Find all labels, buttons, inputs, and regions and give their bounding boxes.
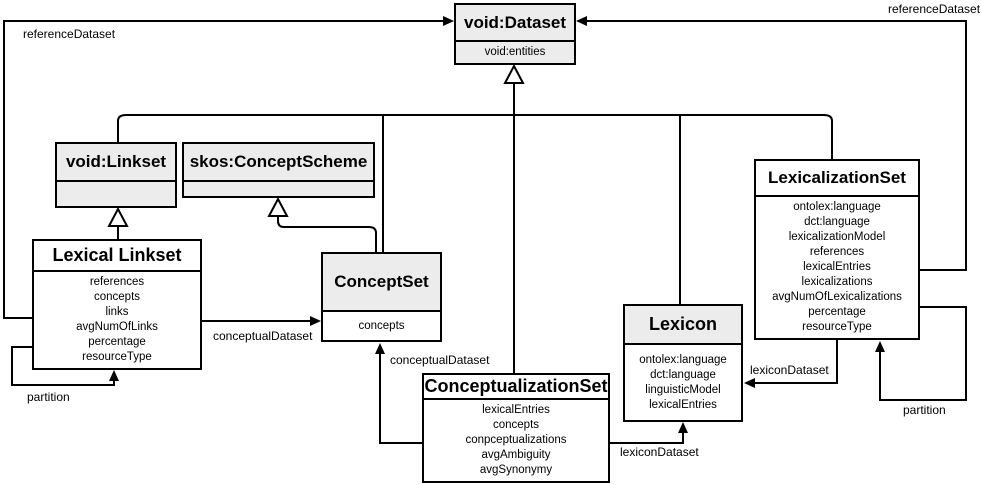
edge-label-lexicon-dataset-right: lexiconDataset — [748, 363, 831, 377]
class-title: ConceptSet — [323, 254, 440, 310]
generalization-bus — [117, 82, 833, 373]
class-lexical-linkset: Lexical Linkset references concepts links a… — [32, 239, 202, 370]
edge-label-reference-dataset-right: referenceDataset — [886, 2, 982, 16]
generalization-triangle-skos — [267, 196, 289, 217]
edge-partition-left — [11, 346, 119, 386]
attribute: conpceptualizations — [465, 434, 567, 446]
attribute-list — [57, 180, 175, 206]
attribute: concepts — [93, 291, 141, 303]
edge-label-conceptual-dataset-left: conceptualDataset — [211, 329, 315, 343]
edge-reference-dataset-right — [576, 16, 967, 271]
class-conceptset: ConceptSet concepts — [321, 252, 442, 342]
attribute: percentage — [808, 306, 866, 318]
class-title: LexicalizationSet — [768, 168, 906, 187]
attribute: resourceType — [802, 321, 872, 333]
attribute: void:entities — [484, 46, 546, 58]
attribute-list: ontolex:language dct:language linguisticMo… — [625, 343, 741, 420]
attribute: references — [809, 246, 865, 258]
attribute: ontolex:language — [639, 353, 727, 366]
attribute: dct:language — [804, 216, 870, 228]
edge-reference-dataset-left — [3, 16, 454, 319]
attribute: lexicalEntries — [803, 261, 871, 273]
attribute-list: void:entities — [456, 40, 574, 63]
class-lexicon: Lexicon ontolex:language dct:language ling… — [623, 304, 743, 422]
class-title: Lexicon — [625, 306, 741, 343]
class-title: ConceptualizationSet — [424, 376, 608, 396]
attribute: avgSynonymy — [479, 464, 553, 476]
edge-lexicon-dataset-bottom — [610, 422, 688, 444]
attribute: lexicalizationModel — [788, 231, 886, 243]
attribute: avgAmbiguity — [481, 449, 551, 461]
arrowhead — [875, 341, 885, 352]
edge-label-lexicon-dataset-bottom: lexiconDataset — [618, 445, 701, 459]
attribute: resourceType — [82, 351, 152, 363]
class-void-dataset: void:Dataset void:entities — [454, 3, 576, 65]
attribute-list: references concepts links avgNumOfLinks perc… — [34, 270, 200, 368]
arrowhead — [375, 343, 385, 354]
generalization-skos-conceptscheme — [267, 196, 377, 252]
arrowhead — [678, 422, 688, 433]
generalization-triangle-void-dataset — [503, 63, 525, 84]
attribute-list — [184, 180, 373, 196]
attribute: avgNumOfLinks — [76, 321, 158, 333]
class-skos-conceptscheme: skos:ConceptScheme — [182, 142, 375, 198]
edge-conceptual-dataset-left — [202, 316, 321, 326]
arrowhead — [744, 378, 755, 388]
attribute: linguisticModel — [645, 383, 721, 396]
edge-label-partition-right: partition — [901, 403, 948, 417]
generalization-void-linkset — [107, 206, 129, 239]
attribute: concepts — [358, 319, 405, 332]
attribute: ontolex:language — [793, 201, 881, 213]
class-conceptualizationset: ConceptualizationSet lexicalEntries conce… — [422, 373, 610, 483]
attribute: dct:language — [650, 368, 716, 381]
class-title: skos:ConceptScheme — [184, 144, 373, 180]
edge-label-reference-dataset-left: referenceDataset — [21, 27, 118, 41]
arrowhead — [109, 370, 119, 381]
class-title: Lexical Linkset — [52, 245, 182, 265]
arrowhead — [576, 16, 587, 26]
edge-label-partition-left: partition — [25, 390, 72, 404]
arrowhead — [443, 16, 454, 26]
attribute-list: ontolex:language dct:language lexicalizati… — [756, 195, 918, 338]
class-void-linkset: void:Linkset — [55, 142, 177, 208]
class-title: void:Dataset — [456, 5, 574, 40]
attribute: lexicalEntries — [649, 398, 717, 411]
class-title: void:Linkset — [57, 144, 175, 180]
attribute: lexicalizations — [801, 276, 873, 288]
attribute-list: concepts — [323, 310, 440, 340]
attribute: references — [89, 276, 145, 288]
attribute: lexicalEntries — [482, 404, 550, 416]
edge-partition-right — [875, 306, 967, 401]
attribute-list: lexicalEntries concepts conpceptualization… — [424, 398, 608, 481]
arrowhead — [310, 316, 321, 326]
attribute: links — [105, 306, 129, 318]
edge-lexicon-dataset-right — [744, 340, 838, 388]
generalization-triangle-void-linkset — [107, 206, 129, 227]
class-lexicalizationset: LexicalizationSet ontolex:language dct:la… — [754, 159, 920, 340]
edge-conceptual-dataset-mid — [375, 343, 422, 444]
edge-label-conceptual-dataset-mid: conceptualDataset — [388, 353, 492, 367]
attribute: concepts — [492, 419, 540, 431]
attribute: avgNumOfLexicalizations — [772, 291, 902, 303]
attribute: percentage — [88, 336, 146, 348]
